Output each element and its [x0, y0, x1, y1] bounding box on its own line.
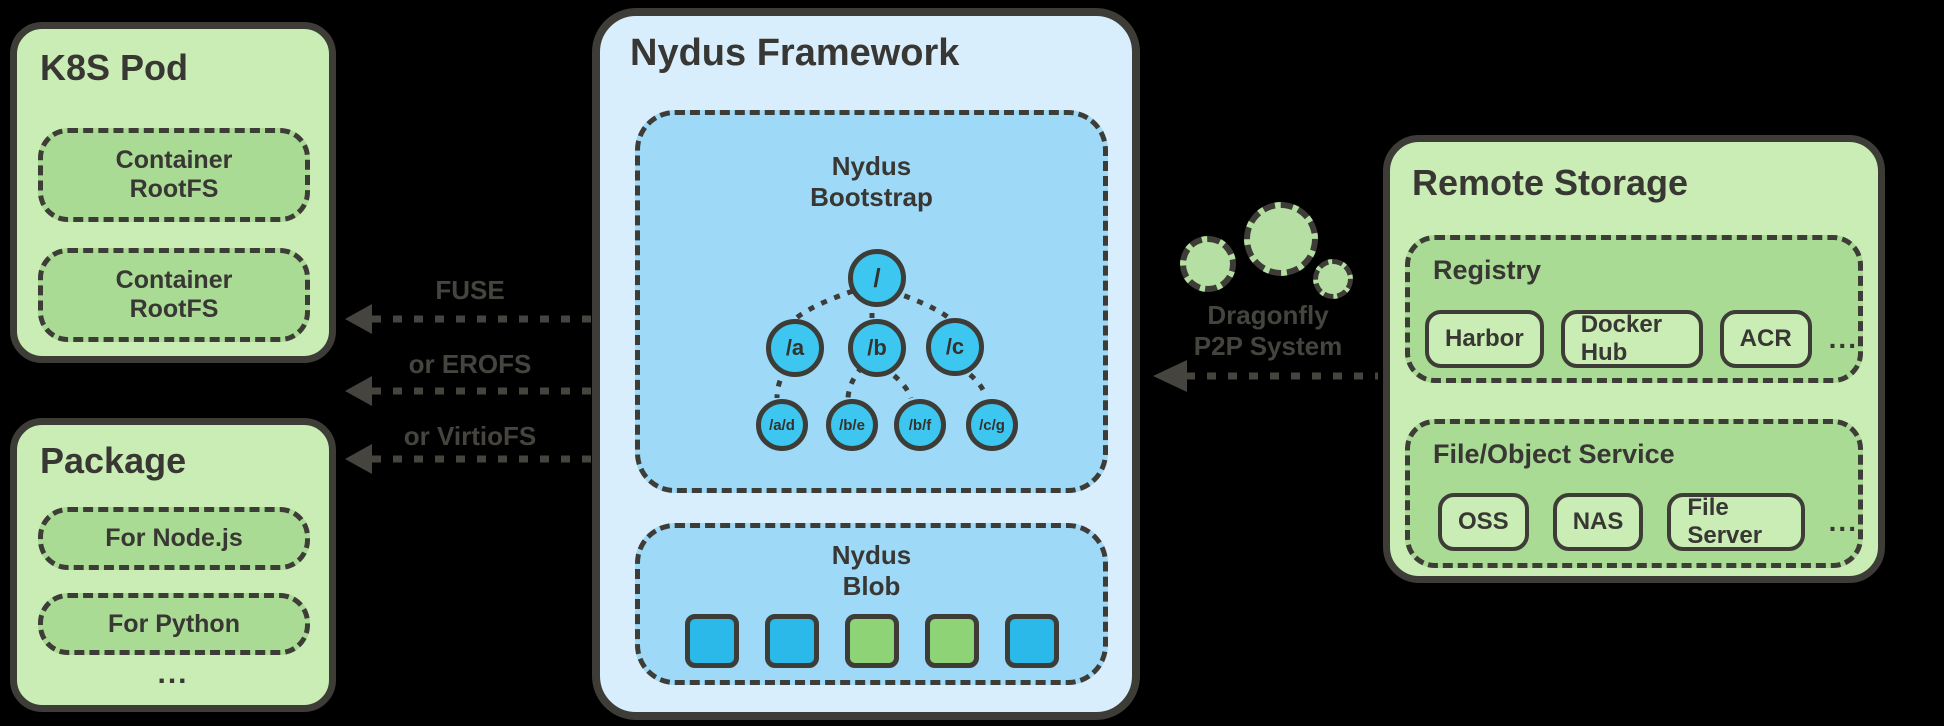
registry-box: Registry Harbor Docker Hub ACR ... — [1405, 235, 1863, 383]
nydus-framework-box: Nydus Framework Nydus Bootstrap / /a /b … — [592, 8, 1140, 720]
package-title: Package — [40, 440, 187, 481]
registry-title: Registry — [1433, 255, 1542, 285]
file-object-item-nas: NAS — [1552, 493, 1644, 551]
p2p-arrow-head — [1153, 360, 1187, 392]
p2p-peer-circle — [1313, 259, 1353, 299]
tree-node-be: /b/e — [826, 399, 878, 451]
remote-storage-title: Remote Storage — [1412, 162, 1689, 203]
blob-chunk-row — [640, 614, 1103, 668]
nydus-bootstrap-title: Nydus Bootstrap — [810, 151, 933, 213]
blob-chunk — [844, 614, 899, 668]
fuse-label: FUSE — [435, 275, 505, 305]
nydus-framework-title: Nydus Framework — [630, 32, 960, 74]
erofs-arrow-head — [345, 376, 372, 406]
k8s-pod-title: K8S Pod — [40, 47, 189, 88]
registry-pill-row: Harbor Docker Hub ACR ... — [1425, 310, 1858, 368]
dragonfly-p2p-label: Dragonfly P2P System — [1193, 300, 1343, 362]
nydus-blob-box: Nydus Blob — [635, 523, 1108, 685]
registry-item-acr: ACR — [1719, 310, 1812, 368]
tree-node-cg: /c/g — [966, 399, 1018, 451]
nydus-blob-title: Nydus Blob — [831, 540, 912, 602]
tree-node-b: /b — [848, 319, 906, 377]
remote-storage-box: Remote Storage Registry Harbor Docker Hu… — [1383, 135, 1885, 583]
p2p-peer-circle — [1180, 236, 1236, 292]
blob-chunk — [684, 614, 739, 668]
virtiofs-label: or VirtioFS — [403, 421, 537, 451]
tree-node-bf: /b/f — [894, 399, 946, 451]
fuse-arrow-head — [345, 304, 372, 334]
file-object-pill-row: OSS NAS File Server ... — [1438, 493, 1858, 551]
file-object-more-ellipsis: ... — [1828, 506, 1858, 537]
blob-chunk — [764, 614, 819, 668]
p2p-peer-circle — [1244, 202, 1318, 276]
tree-node-a: /a — [766, 319, 824, 377]
registry-item-harbor: Harbor — [1425, 310, 1544, 368]
tree-node-root: / — [848, 249, 906, 307]
registry-item-dockerhub: Docker Hub — [1560, 310, 1703, 368]
blob-chunk — [924, 614, 979, 668]
file-object-service-box: File/Object Service OSS NAS File Server … — [1405, 419, 1863, 568]
file-object-item-fileserver: File Server — [1667, 493, 1805, 551]
package-item-python: For Python — [38, 593, 310, 655]
blob-chunk — [1004, 614, 1059, 668]
container-rootfs-box: Container RootFS — [38, 128, 310, 222]
k8s-pod-box: K8S Pod Container RootFS Container RootF… — [10, 22, 336, 363]
package-more-ellipsis: ... — [157, 657, 189, 690]
tree-node-ad: /a/d — [756, 399, 808, 451]
package-item-nodejs: For Node.js — [38, 507, 310, 570]
erofs-label: or EROFS — [408, 349, 532, 379]
file-object-item-oss: OSS — [1438, 493, 1529, 551]
container-rootfs-box: Container RootFS — [38, 248, 310, 342]
registry-more-ellipsis: ... — [1828, 323, 1858, 354]
file-object-service-title: File/Object Service — [1433, 439, 1675, 469]
tree-node-c: /c — [926, 318, 984, 376]
package-box: Package For Node.js For Python ... — [10, 418, 336, 712]
